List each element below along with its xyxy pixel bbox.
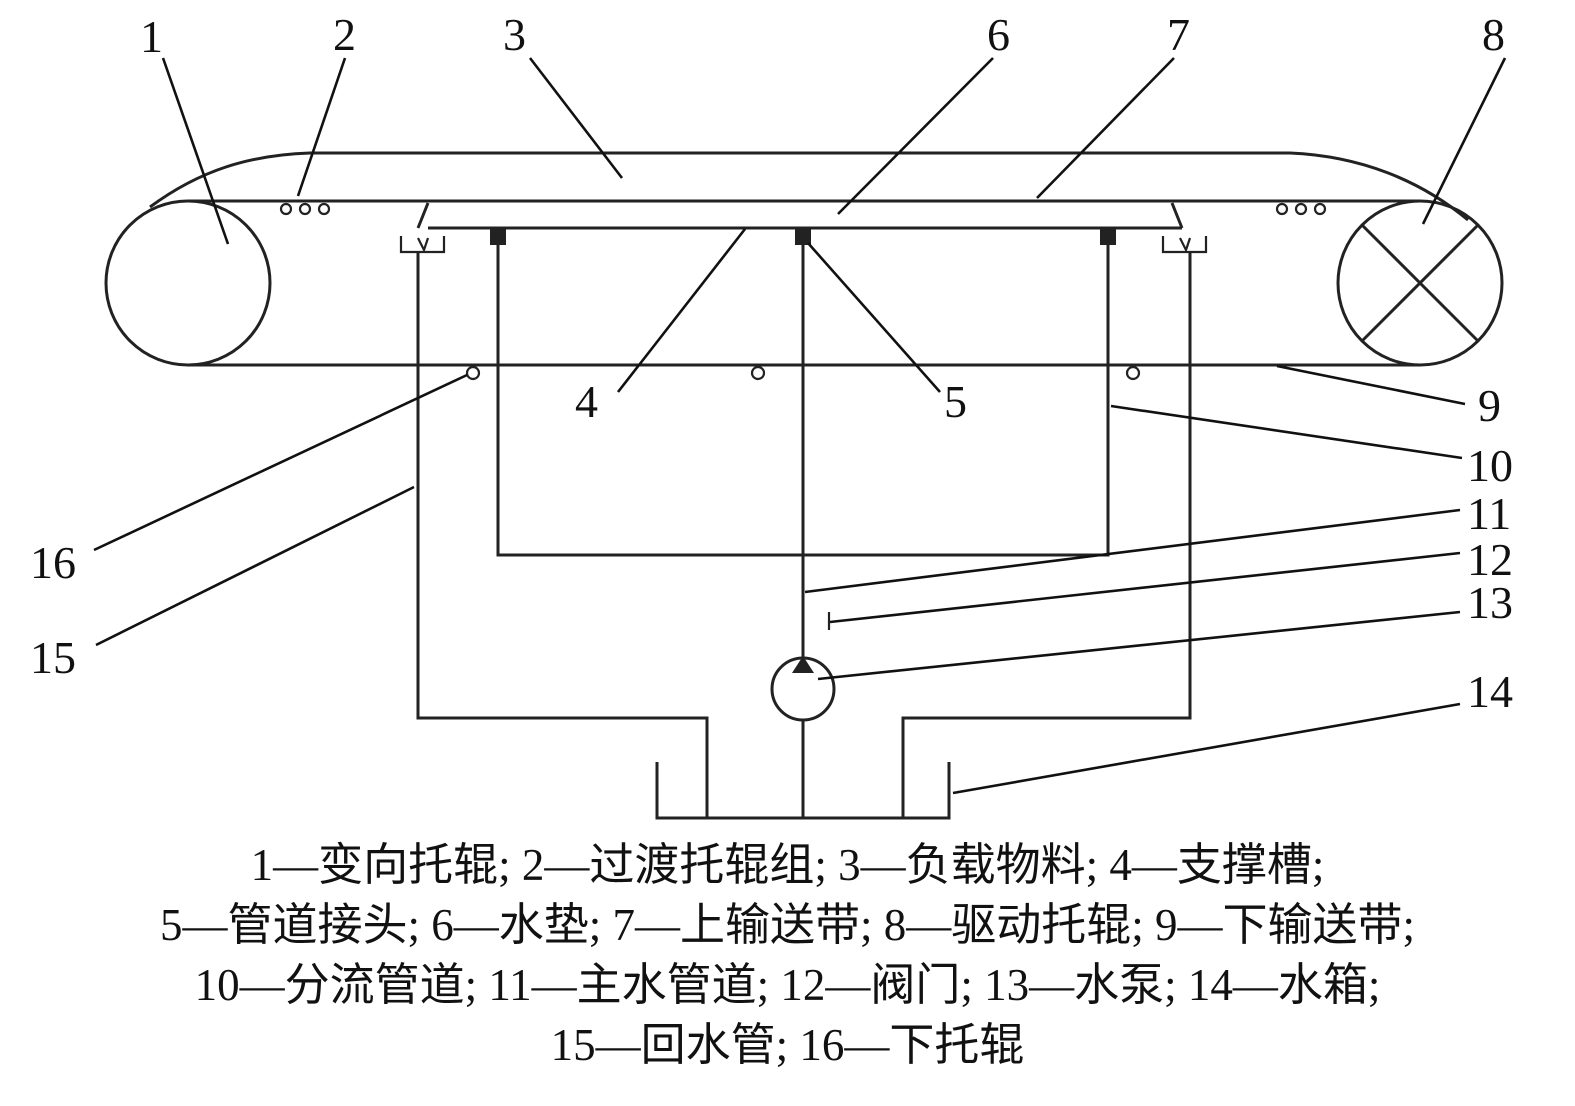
lower-idler: [750, 365, 766, 381]
legend-line: 1—变向托辊; 2—过渡托辊组; 3—负载物料; 4—支撑槽;: [250, 840, 1325, 890]
callout-8: 8: [1482, 9, 1505, 60]
callout-15: 15: [30, 632, 76, 683]
return-pipe-left: [416, 252, 709, 818]
legend-line: 10—分流管道; 11—主水管道; 12—阀门; 13—水泵; 14—水箱;: [194, 960, 1381, 1010]
callout-9: 9: [1478, 380, 1501, 431]
callout-16: 16: [30, 537, 76, 588]
conveyor-water-cushion-diagram: 1 2 3 4 5 6 7 8 9 10 11 12 13 14 15 16: [30, 9, 1513, 820]
lower-idler: [1125, 365, 1141, 381]
drive-roller: [1336, 199, 1504, 367]
callout-7: 7: [1167, 9, 1190, 60]
callout-4: 4: [575, 376, 598, 427]
callout-11: 11: [1467, 488, 1511, 539]
callout-6: 6: [987, 9, 1010, 60]
legend-line: 15—回水管; 16—下托辊: [550, 1020, 1025, 1070]
right-catch-tray: [1161, 236, 1208, 254]
callout-3: 3: [503, 9, 526, 60]
callout-13: 13: [1467, 577, 1513, 628]
leader-lines: [93, 57, 1507, 795]
legend: 1—变向托辊; 2—过渡托辊组; 3—负载物料; 4—支撑槽; 5—管道接头; …: [0, 835, 1575, 1075]
support-trough: [416, 202, 1184, 230]
left-catch-tray: [399, 236, 446, 254]
bend-roller: [104, 199, 272, 367]
callout-12: 12: [1467, 534, 1513, 585]
pipe-joint: [490, 228, 506, 245]
lower-idler: [465, 365, 481, 381]
callout-5: 5: [944, 376, 967, 427]
pipe-joint: [795, 228, 811, 245]
callout-14: 14: [1467, 666, 1513, 717]
return-pipe-right: [901, 252, 1192, 818]
callout-1: 1: [140, 11, 163, 62]
transition-roller-group-left: [279, 202, 331, 216]
transition-roller-group-right: [1275, 202, 1327, 216]
pipe-joint: [1100, 228, 1116, 245]
pump-arrow: [792, 656, 814, 673]
left-drip: [417, 237, 430, 253]
callout-2: 2: [333, 9, 356, 60]
load-material: [149, 151, 1469, 222]
callout-10: 10: [1467, 440, 1513, 491]
water-tank: [655, 762, 951, 820]
legend-line: 5—管道接头; 6—水垫; 7—上输送带; 8—驱动托辊; 9—下输送带;: [159, 900, 1415, 950]
right-drip: [1179, 237, 1192, 253]
